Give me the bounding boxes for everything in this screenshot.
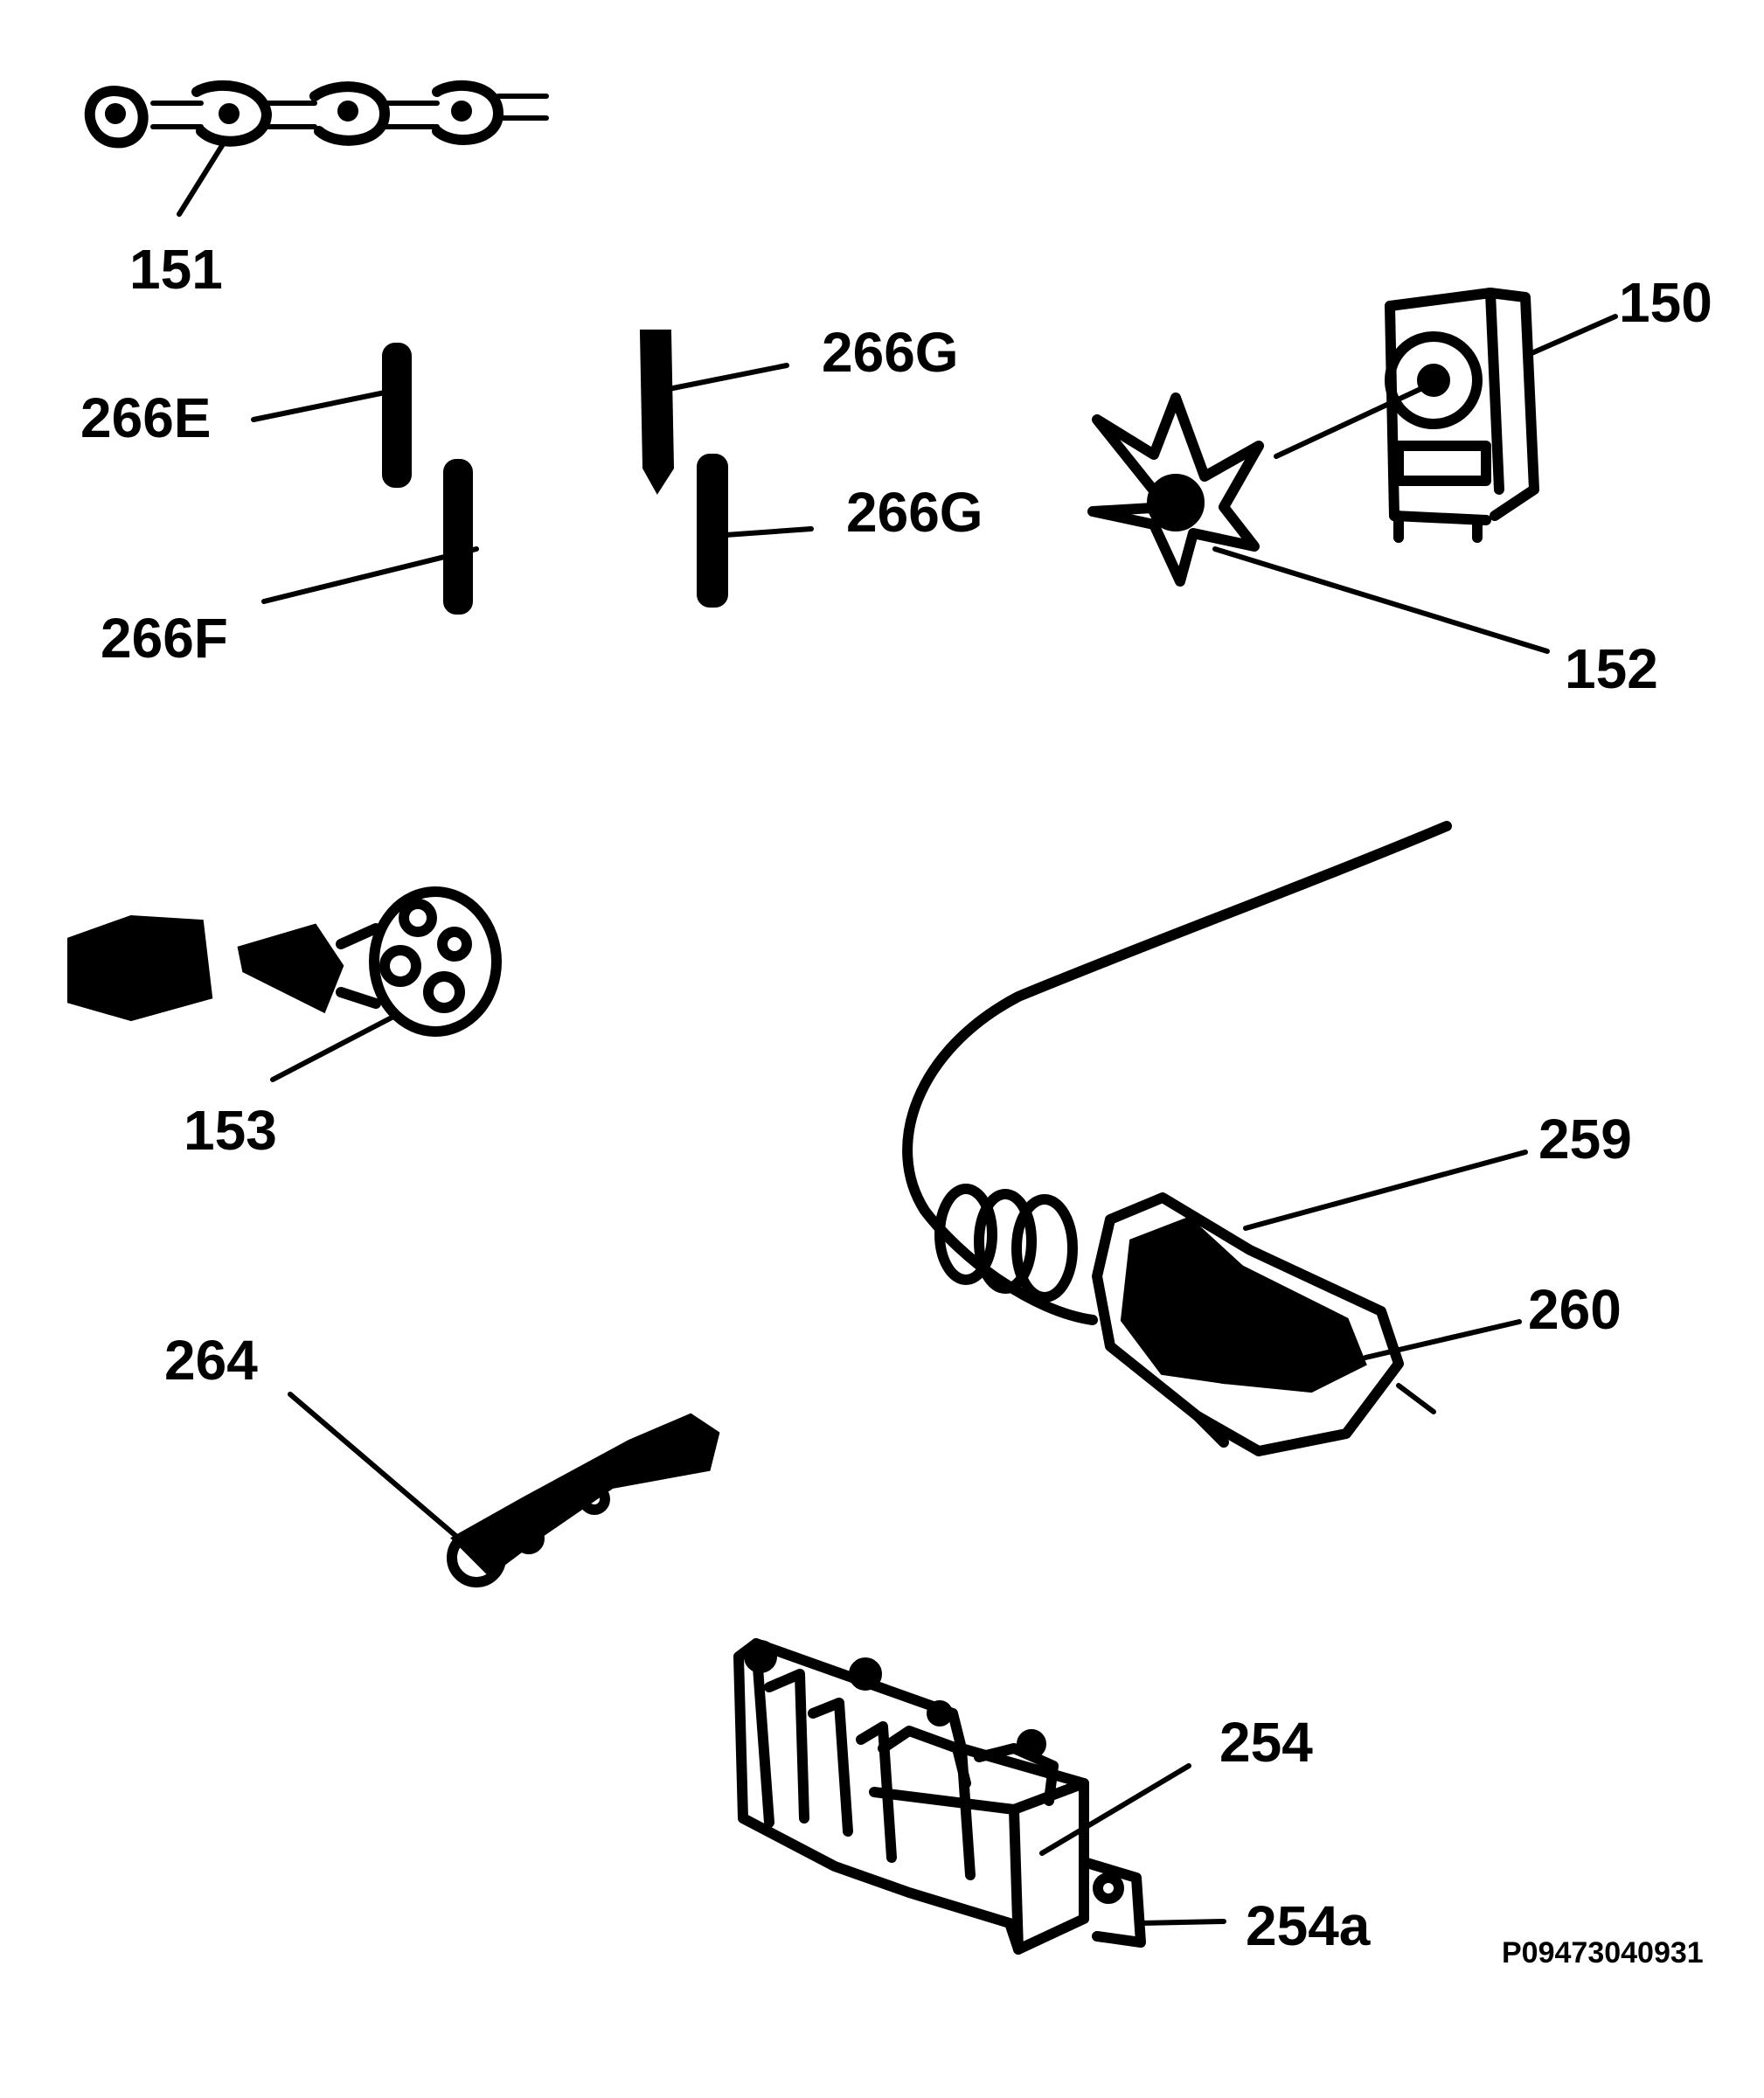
label-152: 152 <box>1565 637 1658 700</box>
label-266E: 266E <box>80 386 211 449</box>
part-254-ignition-module <box>733 1638 1146 1955</box>
label-260: 260 <box>1528 1278 1622 1341</box>
leader-264 <box>288 1392 462 1541</box>
part-266E-pin <box>382 343 412 488</box>
leader-266F <box>261 546 479 604</box>
part-266G-pin-lower <box>697 454 728 608</box>
leader-259 <box>1243 1150 1528 1231</box>
leader-153 <box>270 1013 398 1082</box>
label-151: 151 <box>129 238 223 301</box>
label-254a: 254a <box>1246 1894 1371 1957</box>
part-266G-pin-upper <box>639 330 675 495</box>
label-254: 254 <box>1219 1711 1313 1774</box>
label-266F: 266F <box>101 607 228 670</box>
part-151-terminal-chain <box>84 80 549 149</box>
leader-152 <box>1212 546 1550 654</box>
part-264-lamp-bulb <box>447 1413 720 1587</box>
leader-266G-upper <box>666 363 789 392</box>
leader-150-shaft <box>1274 380 1436 459</box>
part-153-lamp-holder <box>67 886 502 1037</box>
label-266G-upper: 266G <box>822 321 959 384</box>
leader-254 <box>1039 1763 1191 1856</box>
leader-254a <box>1138 1919 1226 1926</box>
leader-150 <box>1527 314 1618 357</box>
label-266G-lower: 266G <box>846 481 983 544</box>
drawing-code: P09473040931 <box>1502 1936 1704 1969</box>
part-259-thermostat <box>902 821 1452 1456</box>
part-152-fan-impeller <box>1087 393 1264 587</box>
part-266F-pin <box>443 459 473 615</box>
leader-260 <box>1363 1319 1522 1360</box>
label-150: 150 <box>1619 271 1712 334</box>
label-259: 259 <box>1538 1108 1632 1171</box>
label-153: 153 <box>184 1099 277 1162</box>
label-264: 264 <box>164 1329 258 1392</box>
leader-260-shaft <box>1396 1383 1436 1414</box>
leader-266G-lower <box>723 526 814 538</box>
leader-266E <box>251 388 396 422</box>
part-150-motor <box>1385 288 1539 543</box>
leader-151 <box>177 142 226 217</box>
